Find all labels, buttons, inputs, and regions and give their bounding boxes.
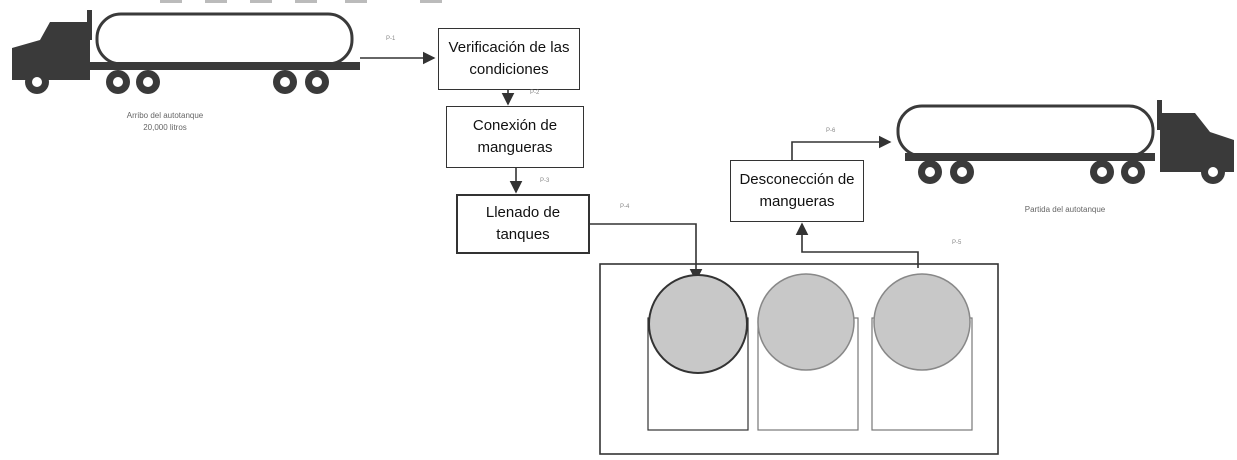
top-artifacts <box>160 0 442 3</box>
departure-truck-icon <box>896 100 1234 184</box>
arrival-caption-line1: Arribo del autotanque <box>126 111 204 120</box>
arrival-caption: Arribo del autotanque 20,000 litros <box>110 110 220 134</box>
tag-p6: P-6 <box>826 128 836 134</box>
step-connect-box: Conexión de mangueras <box>446 106 584 168</box>
tag-p5: P-5 <box>952 240 962 246</box>
storage-tank-1 <box>647 274 749 431</box>
arrival-caption-line2: 20,000 litros <box>143 123 187 132</box>
arrow-disconnect-to-truck <box>791 135 892 160</box>
arrow-tanks-to-disconnect <box>795 222 919 268</box>
step-disconnect-label: Desconección de mangueras <box>739 171 855 210</box>
step-verify-label: Verificación de las condiciones <box>448 39 570 78</box>
tag-p1: P-1 <box>386 36 396 42</box>
departure-caption: Partida del autotanque <box>1000 204 1130 216</box>
tag-p3: P-3 <box>540 178 550 184</box>
step-disconnect-box: Desconección de mangueras <box>730 160 864 222</box>
storage-tank-3 <box>871 273 973 431</box>
step-connect-label: Conexión de mangueras <box>472 117 558 156</box>
step-fill-box: Llenado de tanques <box>456 194 590 254</box>
departure-caption-text: Partida del autotanque <box>1024 205 1106 214</box>
tag-p2: P-2 <box>530 90 540 96</box>
step-fill-label: Llenado de tanques <box>485 204 561 243</box>
tag-p4: P-4 <box>620 204 630 210</box>
arrival-truck-icon <box>12 10 360 94</box>
tank-enclosure <box>599 263 999 455</box>
step-verify-box: Verificación de las condiciones <box>438 28 580 90</box>
storage-tank-2 <box>757 273 859 431</box>
arrow-fill-to-tanks <box>590 223 703 282</box>
